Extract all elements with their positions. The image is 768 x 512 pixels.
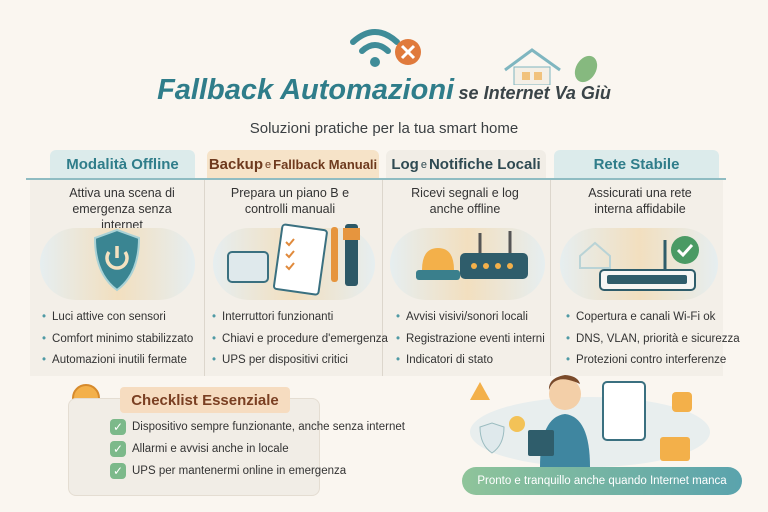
tab-rete-stabile: Rete Stabile bbox=[554, 150, 719, 179]
checklist-item: ✓Dispositivo sempre funzionante, anche s… bbox=[110, 419, 405, 435]
bullet-item: Automazioni inutili fermate bbox=[42, 350, 193, 372]
checklist-title: Checklist Essenziale bbox=[120, 387, 290, 413]
folder-icon bbox=[660, 437, 690, 461]
bullet-item: Copertura e canali Wi-Fi ok bbox=[566, 307, 740, 329]
bullets-log: Avvisi visivi/sonori locali Registrazion… bbox=[396, 307, 545, 372]
title-sub: se Internet Va Giù bbox=[458, 83, 611, 103]
subtitle: Soluzioni pratiche per la tua smart home bbox=[249, 120, 519, 137]
illustration-network bbox=[560, 228, 718, 300]
tab-modalita-offline: Modalità Offline bbox=[50, 150, 195, 179]
alarm-router-icon bbox=[416, 231, 528, 280]
bullet-item: Comfort minimo stabilizzato bbox=[42, 329, 193, 351]
checklist-item: ✓UPS per mantenermi online in emergenza bbox=[110, 463, 346, 479]
checkbox-checked-icon: ✓ bbox=[110, 419, 126, 435]
intro-log: Ricevi segnali e log anche offline bbox=[411, 186, 519, 216]
checkbox-checked-icon: ✓ bbox=[110, 463, 126, 479]
intro-backup: Prepara un piano B e controlli manuali bbox=[230, 186, 350, 216]
page-title: Fallback Automazioni se Internet Va Giù bbox=[0, 74, 768, 107]
shield-power-icon bbox=[93, 228, 141, 292]
warning-icon bbox=[470, 382, 490, 400]
wifi-off-icon bbox=[350, 29, 421, 67]
bullets-offline: Luci attive con sensori Comfort minimo s… bbox=[42, 307, 193, 372]
illustration-backup bbox=[213, 223, 375, 300]
router-check-icon bbox=[579, 236, 699, 291]
bullet-item: Interruttori funzionanti bbox=[212, 307, 388, 329]
bullet-item: Indicatori di stato bbox=[396, 350, 545, 372]
bullet-item: Avvisi visivi/sonori locali bbox=[396, 307, 545, 329]
house-icon bbox=[504, 48, 598, 85]
title-main: Fallback Automazioni bbox=[157, 74, 455, 106]
bullets-network: Copertura e canali Wi-Fi ok DNS, VLAN, p… bbox=[566, 307, 740, 372]
clipboard-icon bbox=[602, 381, 646, 441]
bullets-backup: Interruttori funzionanti Chiavi e proced… bbox=[212, 307, 388, 372]
divider bbox=[26, 178, 726, 180]
checkbox-checked-icon: ✓ bbox=[110, 441, 126, 457]
bullet-item: Registrazione eventi interni bbox=[396, 329, 545, 351]
bullet-item: UPS per dispositivi critici bbox=[212, 350, 388, 372]
intro-network: Assicurati una rete interna affidabile bbox=[588, 186, 692, 216]
checklist-item: ✓Allarmi e avvisi anche in locale bbox=[110, 441, 289, 457]
lightbulb-icon bbox=[509, 416, 525, 432]
banner: Pronto e tranquillo anche quando Interne… bbox=[462, 467, 742, 495]
illustration-offline bbox=[40, 228, 195, 300]
bullet-item: Luci attive con sensori bbox=[42, 307, 193, 329]
bullet-item: Protezioni contro interferenze bbox=[566, 350, 740, 372]
bullet-item: DNS, VLAN, priorità e sicurezza bbox=[566, 329, 740, 351]
person-illustration bbox=[470, 375, 710, 467]
clipboard-tools-icon bbox=[227, 223, 360, 296]
shield-icon bbox=[479, 422, 505, 454]
intro-offline: Attiva una scena di emergenza senza inte… bbox=[69, 186, 175, 232]
illustration-log bbox=[390, 228, 545, 300]
bullet-item: Chiavi e procedure d'emergenza bbox=[212, 329, 388, 351]
